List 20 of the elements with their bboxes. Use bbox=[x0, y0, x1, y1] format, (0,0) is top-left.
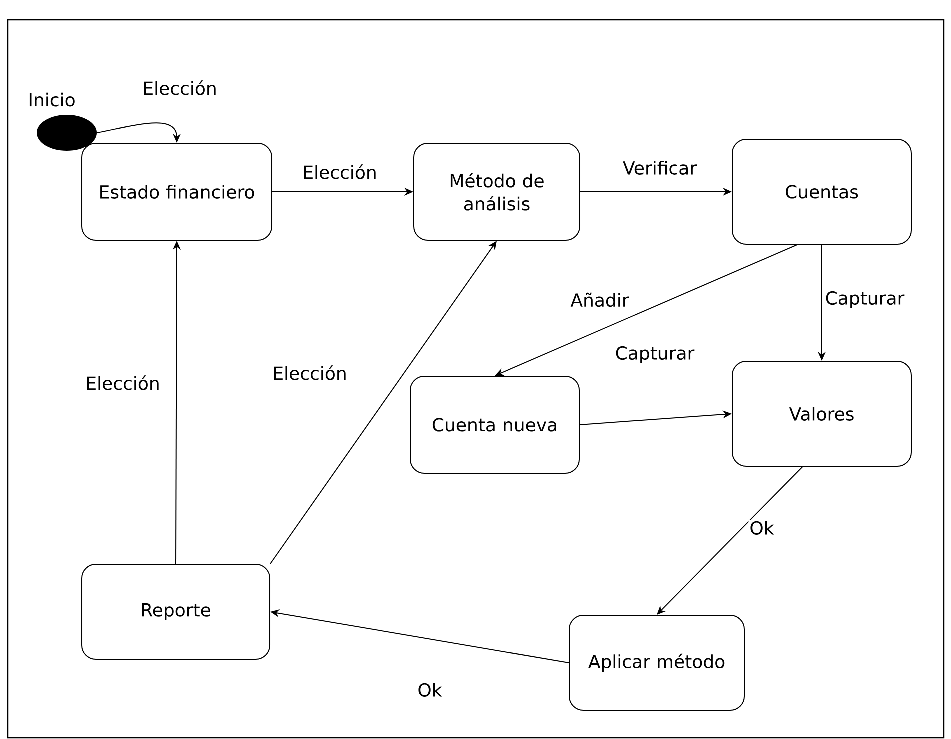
state-box: Estado financiero bbox=[82, 143, 272, 241]
edge-label: Verificar bbox=[622, 160, 698, 176]
state-box: Valores bbox=[732, 360, 912, 467]
edge-label: Añadir bbox=[570, 292, 630, 308]
edge-label: Capturar bbox=[824, 290, 906, 310]
state-box: Cuentas bbox=[732, 139, 912, 245]
edge-label: Ok bbox=[416, 682, 444, 698]
edge-label: Elección bbox=[302, 164, 378, 180]
edge-label: Capturar bbox=[614, 345, 696, 365]
state-box: Aplicar método bbox=[569, 614, 745, 711]
edge-label: Ok bbox=[748, 520, 776, 536]
edge-label: Elección bbox=[272, 364, 348, 382]
state-box: Método de análisis bbox=[414, 143, 580, 241]
state-box: Cuenta nueva bbox=[410, 376, 580, 474]
arrow bbox=[657, 466, 804, 615]
edge-label: Elección bbox=[142, 80, 218, 96]
edge-label: Elección bbox=[84, 374, 162, 392]
start-dot bbox=[37, 115, 97, 151]
state-box: Reporte bbox=[82, 564, 270, 660]
node-caption: Inicio bbox=[30, 92, 75, 107]
